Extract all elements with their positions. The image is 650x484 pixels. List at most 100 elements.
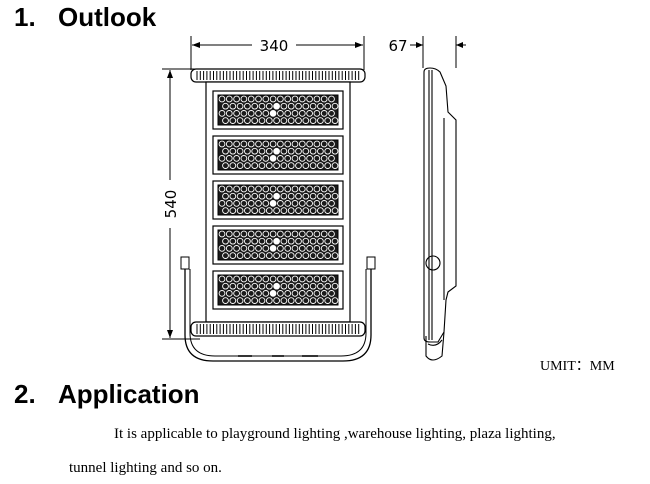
led-lens <box>291 275 299 283</box>
depth-dimension <box>410 36 466 68</box>
led-lens <box>287 252 295 259</box>
led-lens <box>320 275 328 283</box>
led-lens <box>247 290 255 297</box>
led-lens <box>273 237 280 245</box>
side-view <box>423 67 457 361</box>
led-lens <box>302 162 310 169</box>
led-lens <box>255 155 262 162</box>
led-lens <box>265 282 273 290</box>
led-lens <box>255 200 262 207</box>
led-lens <box>306 110 313 117</box>
led-lens <box>225 110 233 117</box>
led-lens <box>277 95 284 103</box>
led-lens <box>324 282 332 290</box>
led-lens <box>277 245 284 252</box>
led-lens <box>287 237 295 245</box>
led-lens <box>298 155 306 162</box>
led-lens <box>236 237 244 245</box>
led-lens <box>265 192 273 200</box>
unit-label: UMIT：MM <box>540 359 615 374</box>
led-lens <box>291 110 299 117</box>
application-text-line2: tunnel lighting and so on. <box>69 460 222 476</box>
led-lens <box>258 192 266 200</box>
led-lens <box>313 95 321 103</box>
led-lens <box>233 95 240 103</box>
led-lens <box>287 207 295 214</box>
led-lens <box>229 237 237 245</box>
led-lens <box>225 95 233 103</box>
led-lens <box>236 162 244 169</box>
led-lens <box>306 185 313 193</box>
led-lens <box>320 245 328 252</box>
led-lens <box>222 237 229 245</box>
led-lens <box>317 162 324 169</box>
led-lens <box>255 140 262 148</box>
led-lens <box>287 147 295 155</box>
led-lens <box>262 110 270 117</box>
led-lens <box>280 162 288 169</box>
led-module <box>212 225 344 265</box>
led-lens <box>240 95 248 103</box>
led-lens <box>269 230 277 238</box>
led-lens <box>295 162 302 169</box>
led-lens <box>269 95 277 103</box>
led-lens <box>295 237 302 245</box>
led-lens <box>291 95 299 103</box>
led-lens <box>324 147 332 155</box>
led-lens <box>262 290 270 297</box>
led-lens <box>287 297 295 304</box>
led-lens <box>225 245 233 252</box>
led-lens <box>277 275 284 283</box>
led-lens <box>331 192 339 200</box>
led-lens <box>287 162 295 169</box>
led-lens <box>313 200 321 207</box>
led-lens <box>251 117 259 124</box>
led-lens <box>218 230 226 238</box>
led-lens <box>306 200 313 207</box>
led-lens <box>309 252 317 259</box>
led-lens <box>258 117 266 124</box>
led-lens <box>291 155 299 162</box>
led-lens <box>280 117 288 124</box>
led-lens <box>298 95 306 103</box>
led-lens <box>298 110 306 117</box>
led-lens <box>244 192 251 200</box>
side-bracket-curve <box>427 339 443 346</box>
led-lens <box>236 207 244 214</box>
led-lens <box>328 230 335 238</box>
front-view <box>180 68 376 362</box>
led-lens <box>320 185 328 193</box>
led-lens <box>298 140 306 148</box>
application-heading-number: 2. <box>14 379 36 409</box>
led-lens <box>247 95 255 103</box>
led-lens <box>273 192 280 200</box>
led-lens <box>277 185 284 193</box>
led-lens <box>269 275 277 283</box>
led-lens <box>331 117 339 124</box>
led-lens <box>302 282 310 290</box>
led-lens <box>255 275 262 283</box>
led-lens <box>240 110 248 117</box>
led-modules <box>212 90 344 310</box>
led-lens <box>229 102 237 110</box>
led-lens <box>324 297 332 304</box>
led-lens <box>280 102 288 110</box>
led-lens <box>258 282 266 290</box>
led-lens <box>247 245 255 252</box>
led-lens <box>262 95 270 103</box>
right-mount-tab <box>366 256 376 270</box>
led-lens <box>324 117 332 124</box>
led-lens <box>251 207 259 214</box>
led-lens <box>331 297 339 304</box>
led-lens <box>298 185 306 193</box>
led-lens <box>262 185 270 193</box>
led-lens <box>236 297 244 304</box>
led-lens <box>313 140 321 148</box>
led-lens <box>251 237 259 245</box>
led-lens <box>317 297 324 304</box>
led-lens <box>295 297 302 304</box>
led-lens <box>273 297 280 304</box>
width-dimension <box>190 36 365 70</box>
bottom-heatsink-fins <box>196 324 360 334</box>
led-module <box>212 270 344 310</box>
